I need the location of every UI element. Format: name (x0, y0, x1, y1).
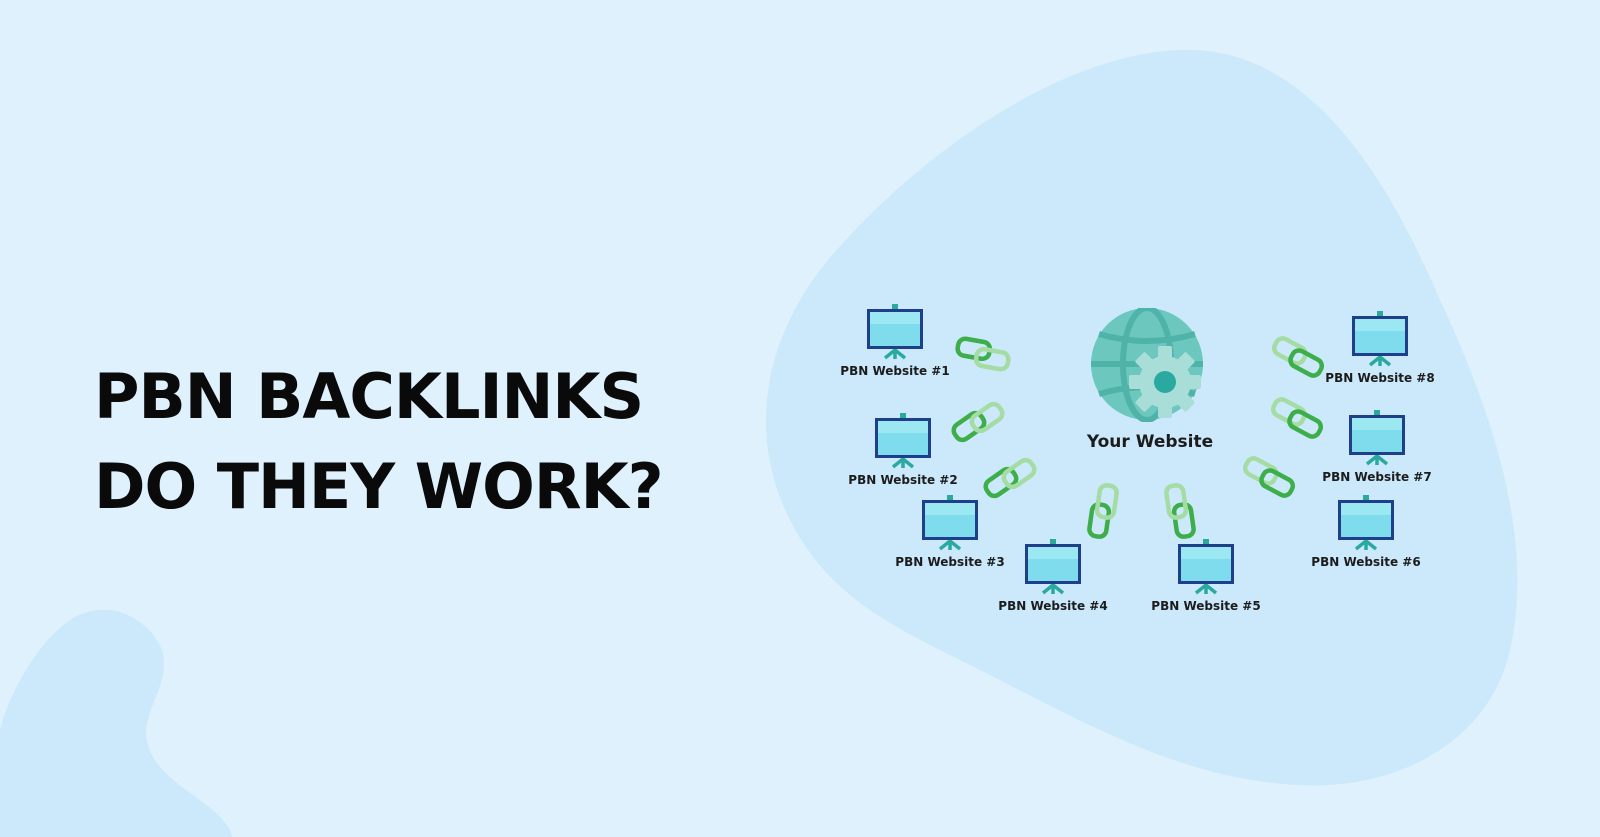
pbn-website-label-5: PBN Website #5 (1151, 599, 1261, 613)
headline-line-1: PBN BACKLINKS (94, 360, 644, 433)
pbn-website-label-1: PBN Website #1 (840, 364, 950, 378)
pbn-website-node-6: PBN Website #6 (1286, 495, 1446, 569)
headline-line-2: DO THEY WORK? (94, 450, 664, 523)
pbn-website-label-8: PBN Website #8 (1325, 371, 1435, 385)
background-blob-small (0, 609, 232, 837)
chain-link-icon (1164, 483, 1196, 539)
pbn-website-label-3: PBN Website #3 (895, 555, 1005, 569)
pbn-website-node-5: PBN Website #5 (1126, 539, 1286, 613)
headline: PBN BACKLINKS DO THEY WORK? (94, 352, 664, 532)
pbn-website-node-4: PBN Website #4 (973, 539, 1133, 613)
your-website-label: Your Website (1086, 432, 1214, 452)
pbn-website-node-7: PBN Website #7 (1297, 410, 1457, 484)
chain-link-icon (983, 457, 1037, 499)
monitor-icon (1352, 311, 1408, 367)
monitor-icon (867, 304, 923, 360)
pbn-website-label-2: PBN Website #2 (848, 473, 958, 487)
globe-gear-icon (1091, 308, 1203, 422)
monitor-icon (1338, 495, 1394, 551)
monitor-icon (1025, 539, 1081, 595)
monitor-icon (1349, 410, 1405, 466)
your-website-node: Your Website (1060, 308, 1240, 452)
pbn-website-node-3: PBN Website #3 (870, 495, 1030, 569)
pbn-website-label-4: PBN Website #4 (998, 599, 1108, 613)
chain-link-icon (955, 336, 1011, 372)
pbn-website-node-1: PBN Website #1 (815, 304, 975, 378)
chain-link-icon (1242, 456, 1296, 498)
pbn-website-node-8: PBN Website #8 (1300, 311, 1460, 385)
chain-link-icon (951, 401, 1005, 443)
chain-link-icon (1271, 336, 1325, 378)
chain-link-icon (1087, 483, 1119, 539)
monitor-icon (875, 413, 931, 469)
monitor-icon (922, 495, 978, 551)
pbn-website-node-2: PBN Website #2 (823, 413, 983, 487)
monitor-icon (1178, 539, 1234, 595)
pbn-website-label-6: PBN Website #6 (1311, 555, 1421, 569)
pbn-website-label-7: PBN Website #7 (1322, 470, 1432, 484)
chain-link-icon (1270, 397, 1324, 439)
